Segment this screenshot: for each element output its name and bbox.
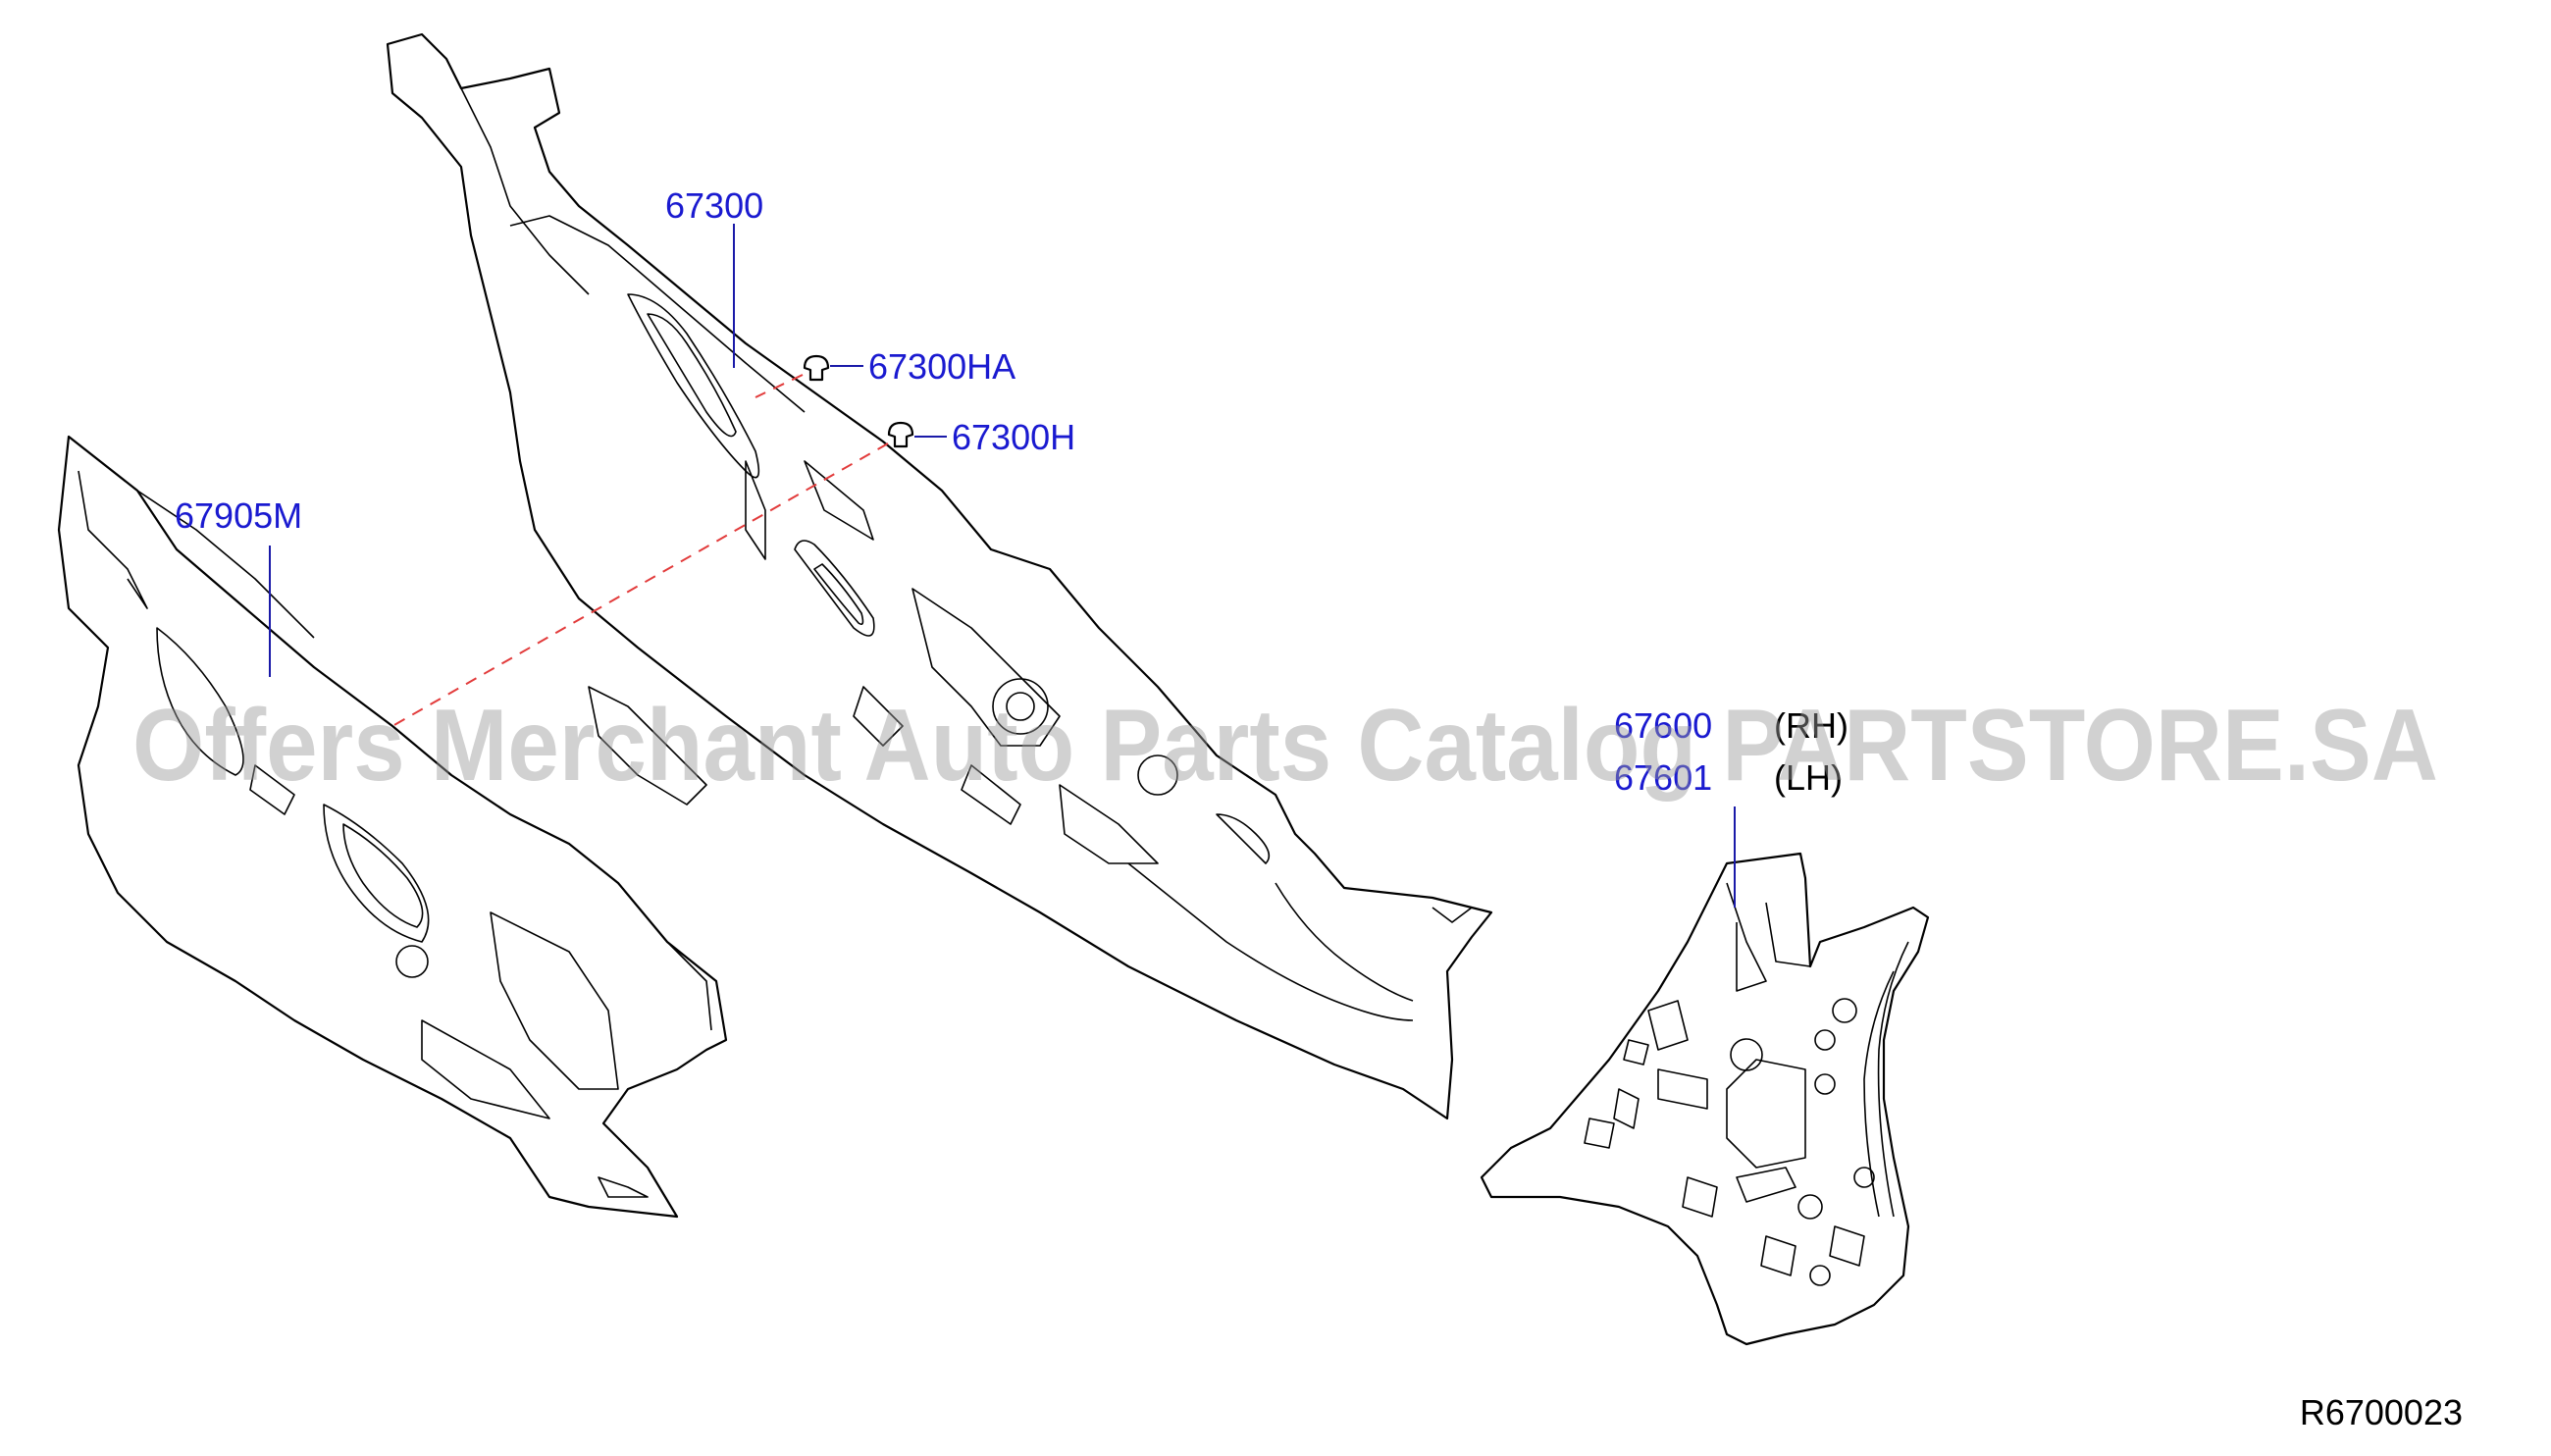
side-label-lh: (LH)	[1774, 757, 1843, 798]
callout-67300ha[interactable]: 67300HA	[868, 346, 1015, 387]
diagram-reference: R6700023	[2300, 1392, 2463, 1432]
dash-panel-67300[interactable]	[386, 32, 1493, 1120]
guide-line-67300h	[391, 442, 889, 727]
dash-insulator-67905m[interactable]	[57, 435, 728, 1219]
clip-67300h-icon[interactable]	[887, 421, 914, 448]
callout-67300h[interactable]: 67300H	[952, 417, 1075, 457]
callout-67905m[interactable]: 67905M	[175, 495, 302, 536]
guide-line-67300ha	[755, 374, 804, 398]
side-panel-67600-67601[interactable]	[1480, 852, 1930, 1346]
callout-67600[interactable]: 67600	[1614, 705, 1712, 746]
callout-67601[interactable]: 67601	[1614, 757, 1712, 798]
watermark-text: Offers Merchant Auto Parts Catalog PARTS…	[132, 689, 2438, 803]
clip-67300ha-icon[interactable]	[803, 354, 830, 382]
side-label-rh: (RH)	[1774, 705, 1848, 746]
callout-67300[interactable]: 67300	[665, 185, 763, 226]
